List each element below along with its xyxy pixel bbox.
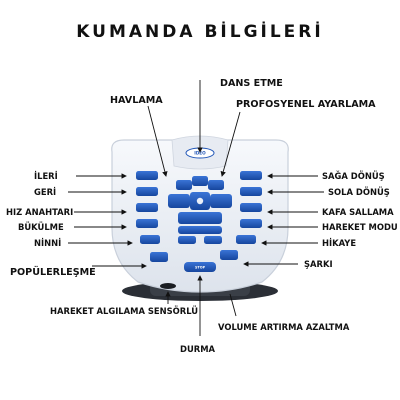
volume-down-button[interactable] — [178, 236, 196, 244]
label-sarki: ŞARKI — [304, 259, 333, 269]
profesyonel-line — [220, 111, 241, 177]
backward-button[interactable] — [136, 187, 158, 196]
center-pad — [150, 176, 238, 262]
head-shake-button[interactable] — [240, 203, 262, 212]
speed-switch-button[interactable] — [136, 203, 158, 212]
bark-button[interactable] — [176, 180, 192, 190]
pad-center-icon — [196, 197, 204, 205]
label-dans-etme: DANS ETME — [220, 78, 283, 89]
label-ileri: İLERİ — [34, 171, 58, 181]
svg-text:STOP: STOP — [195, 265, 206, 269]
turn-right-button[interactable] — [240, 171, 262, 180]
motion-mode-button[interactable] — [240, 219, 262, 228]
label-geri: GERİ — [34, 187, 57, 197]
turn-left-button[interactable] — [240, 187, 262, 196]
left-buttons — [136, 171, 160, 244]
center-pad-left[interactable] — [168, 194, 190, 208]
page-title: KUMANDA BİLGİLERİ — [76, 22, 324, 42]
volume-up-button[interactable] — [204, 236, 222, 244]
label-havlama: HAVLAMA — [110, 95, 163, 106]
center-pad-right[interactable] — [210, 194, 232, 208]
label-saga-donus: SAĞA DÖNÜŞ — [322, 171, 385, 181]
motion-sensor — [160, 283, 176, 289]
label-durma: DURMA — [180, 344, 216, 354]
center-pad-bottom[interactable] — [178, 212, 222, 224]
label-profesyonel: PROFOSYENEL AYARLAMA — [236, 99, 376, 110]
right-buttons — [236, 171, 262, 244]
label-volume: VOLUME ARTIRMA AZALTMA — [218, 322, 350, 332]
stop-button[interactable]: STOP — [184, 262, 216, 272]
pro-adjust-button[interactable] — [208, 180, 224, 190]
label-hareket-modu: HAREKET MODU — [322, 222, 398, 232]
label-ninni: NİNNİ — [34, 238, 62, 248]
label-populer: POPÜLERLEŞME — [10, 267, 96, 278]
label-kafa-sallama: KAFA SALLAMA — [322, 207, 394, 217]
volume-line — [229, 293, 237, 317]
dance-button[interactable] — [192, 176, 208, 186]
label-bukulme: BÜKÜLME — [18, 222, 64, 232]
svg-text:IDEO: IDEO — [194, 151, 206, 156]
havlama-line — [147, 105, 168, 177]
label-hiz: HIZ ANAHTARI — [6, 207, 74, 217]
bend-button[interactable] — [136, 219, 158, 228]
song-button[interactable] — [220, 250, 238, 260]
label-hikaye: HİKAYE — [322, 238, 357, 248]
label-sensor: HAREKET ALGILAMA SENSÖRLÜ — [50, 306, 199, 316]
lullaby-button[interactable] — [140, 235, 160, 244]
forward-button[interactable] — [136, 171, 158, 180]
leader-lines — [68, 80, 324, 336]
label-sola-donus: SOLA DÖNÜŞ — [328, 187, 390, 197]
story-button[interactable] — [236, 235, 256, 244]
volume-bar[interactable] — [178, 226, 222, 234]
popular-button[interactable] — [150, 252, 168, 262]
